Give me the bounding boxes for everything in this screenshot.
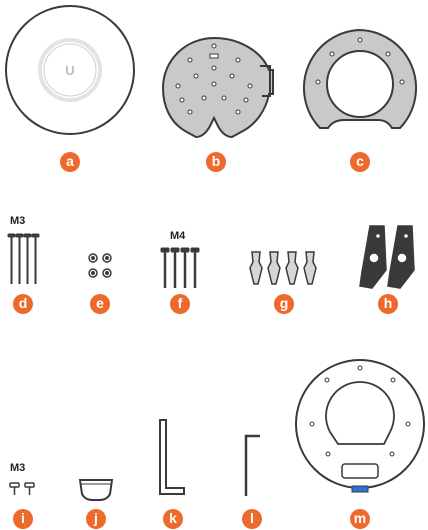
- badge-b: b: [206, 152, 226, 172]
- set-screws-illustration: [88, 253, 112, 278]
- badge-c: c: [350, 152, 370, 172]
- badge-j: j: [86, 509, 106, 529]
- cable-cover-illustration: [78, 479, 114, 501]
- badge-i: i: [13, 509, 33, 529]
- size-label-f: M4: [170, 230, 186, 242]
- badge-k: k: [163, 509, 183, 529]
- badge-g: g: [274, 294, 294, 314]
- wall-anchors-illustration: [249, 251, 317, 285]
- badge-h: h: [378, 294, 398, 314]
- backplate-illustration: [302, 28, 418, 129]
- badge-d: d: [13, 294, 33, 314]
- m4-screw-set-illustration: [160, 247, 200, 288]
- mounting-bracket-illustration: [161, 36, 274, 139]
- m3-screw-set-illustration: [7, 233, 40, 284]
- badge-f: f: [170, 294, 190, 314]
- recessed-mount-illustration: [295, 359, 425, 493]
- badge-a: a: [60, 152, 80, 172]
- badge-m: m: [350, 509, 370, 529]
- hex-key-illustration: [159, 419, 185, 495]
- size-label-d: M3: [10, 215, 26, 227]
- access-point-illustration: U: [5, 5, 135, 135]
- ceiling-clips-illustration: [359, 225, 415, 289]
- l-key-illustration: [244, 434, 260, 496]
- size-label-i: M3: [10, 462, 26, 474]
- m3-short-screws-illustration: [9, 482, 35, 495]
- badge-l: l: [242, 509, 262, 529]
- badge-e: e: [90, 294, 110, 314]
- ubiquiti-logo: U: [65, 63, 74, 78]
